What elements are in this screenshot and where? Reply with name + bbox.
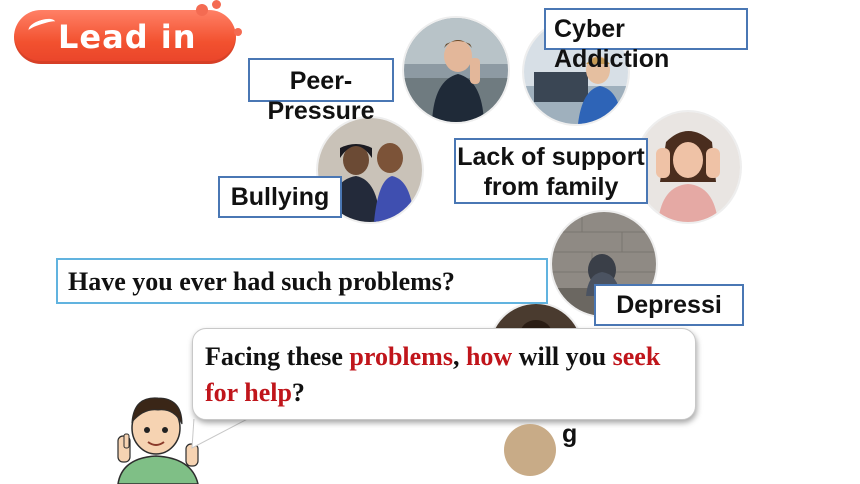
label-bullying-text: Bullying (230, 183, 330, 211)
badge-highlight (26, 15, 58, 37)
lead-in-badge: Lead in (14, 10, 236, 64)
label-depression-text: Depressi (616, 291, 722, 319)
lead-in-text: Lead in (58, 18, 197, 56)
label-peer-pressure-text: Peer-Pressure (267, 67, 375, 125)
label-lack-of-support-text: Lack of support from family (457, 143, 645, 201)
bubble-text: ? (291, 378, 305, 407)
bubble-emphasis-how: how (465, 342, 513, 371)
stray-label-fragment: g (562, 420, 578, 448)
label-depression: Depressi (594, 284, 744, 326)
photo-stressed-woman (636, 112, 740, 222)
question-text: Have you ever had such problems? (68, 267, 455, 296)
bubble-text: Facing these (205, 342, 350, 371)
speech-bubble: Facing these problems, how will you seek… (192, 328, 696, 420)
tan-circle (504, 424, 556, 476)
label-cyber-addiction: Cyber Addiction (544, 8, 748, 73)
label-bullying: Bullying (218, 176, 342, 218)
bubble-text: will you (512, 342, 613, 371)
boy-cartoon-icon (117, 397, 199, 484)
decor-dot (234, 28, 242, 36)
bubble-emphasis-problems: problems (349, 342, 453, 371)
label-cyber-addiction-text: Cyber Addiction (554, 15, 670, 73)
question-box: Have you ever had such problems? (56, 258, 548, 304)
bubble-emphasis-seek-help: seek for help (205, 342, 661, 407)
bubble-text: , (452, 342, 466, 371)
label-peer-pressure: Peer-Pressure (248, 58, 394, 125)
label-lack-of-support: Lack of support from family (454, 138, 648, 204)
decor-dot (212, 0, 221, 9)
decor-dot (196, 4, 208, 16)
photo-teen-couch (404, 18, 508, 122)
